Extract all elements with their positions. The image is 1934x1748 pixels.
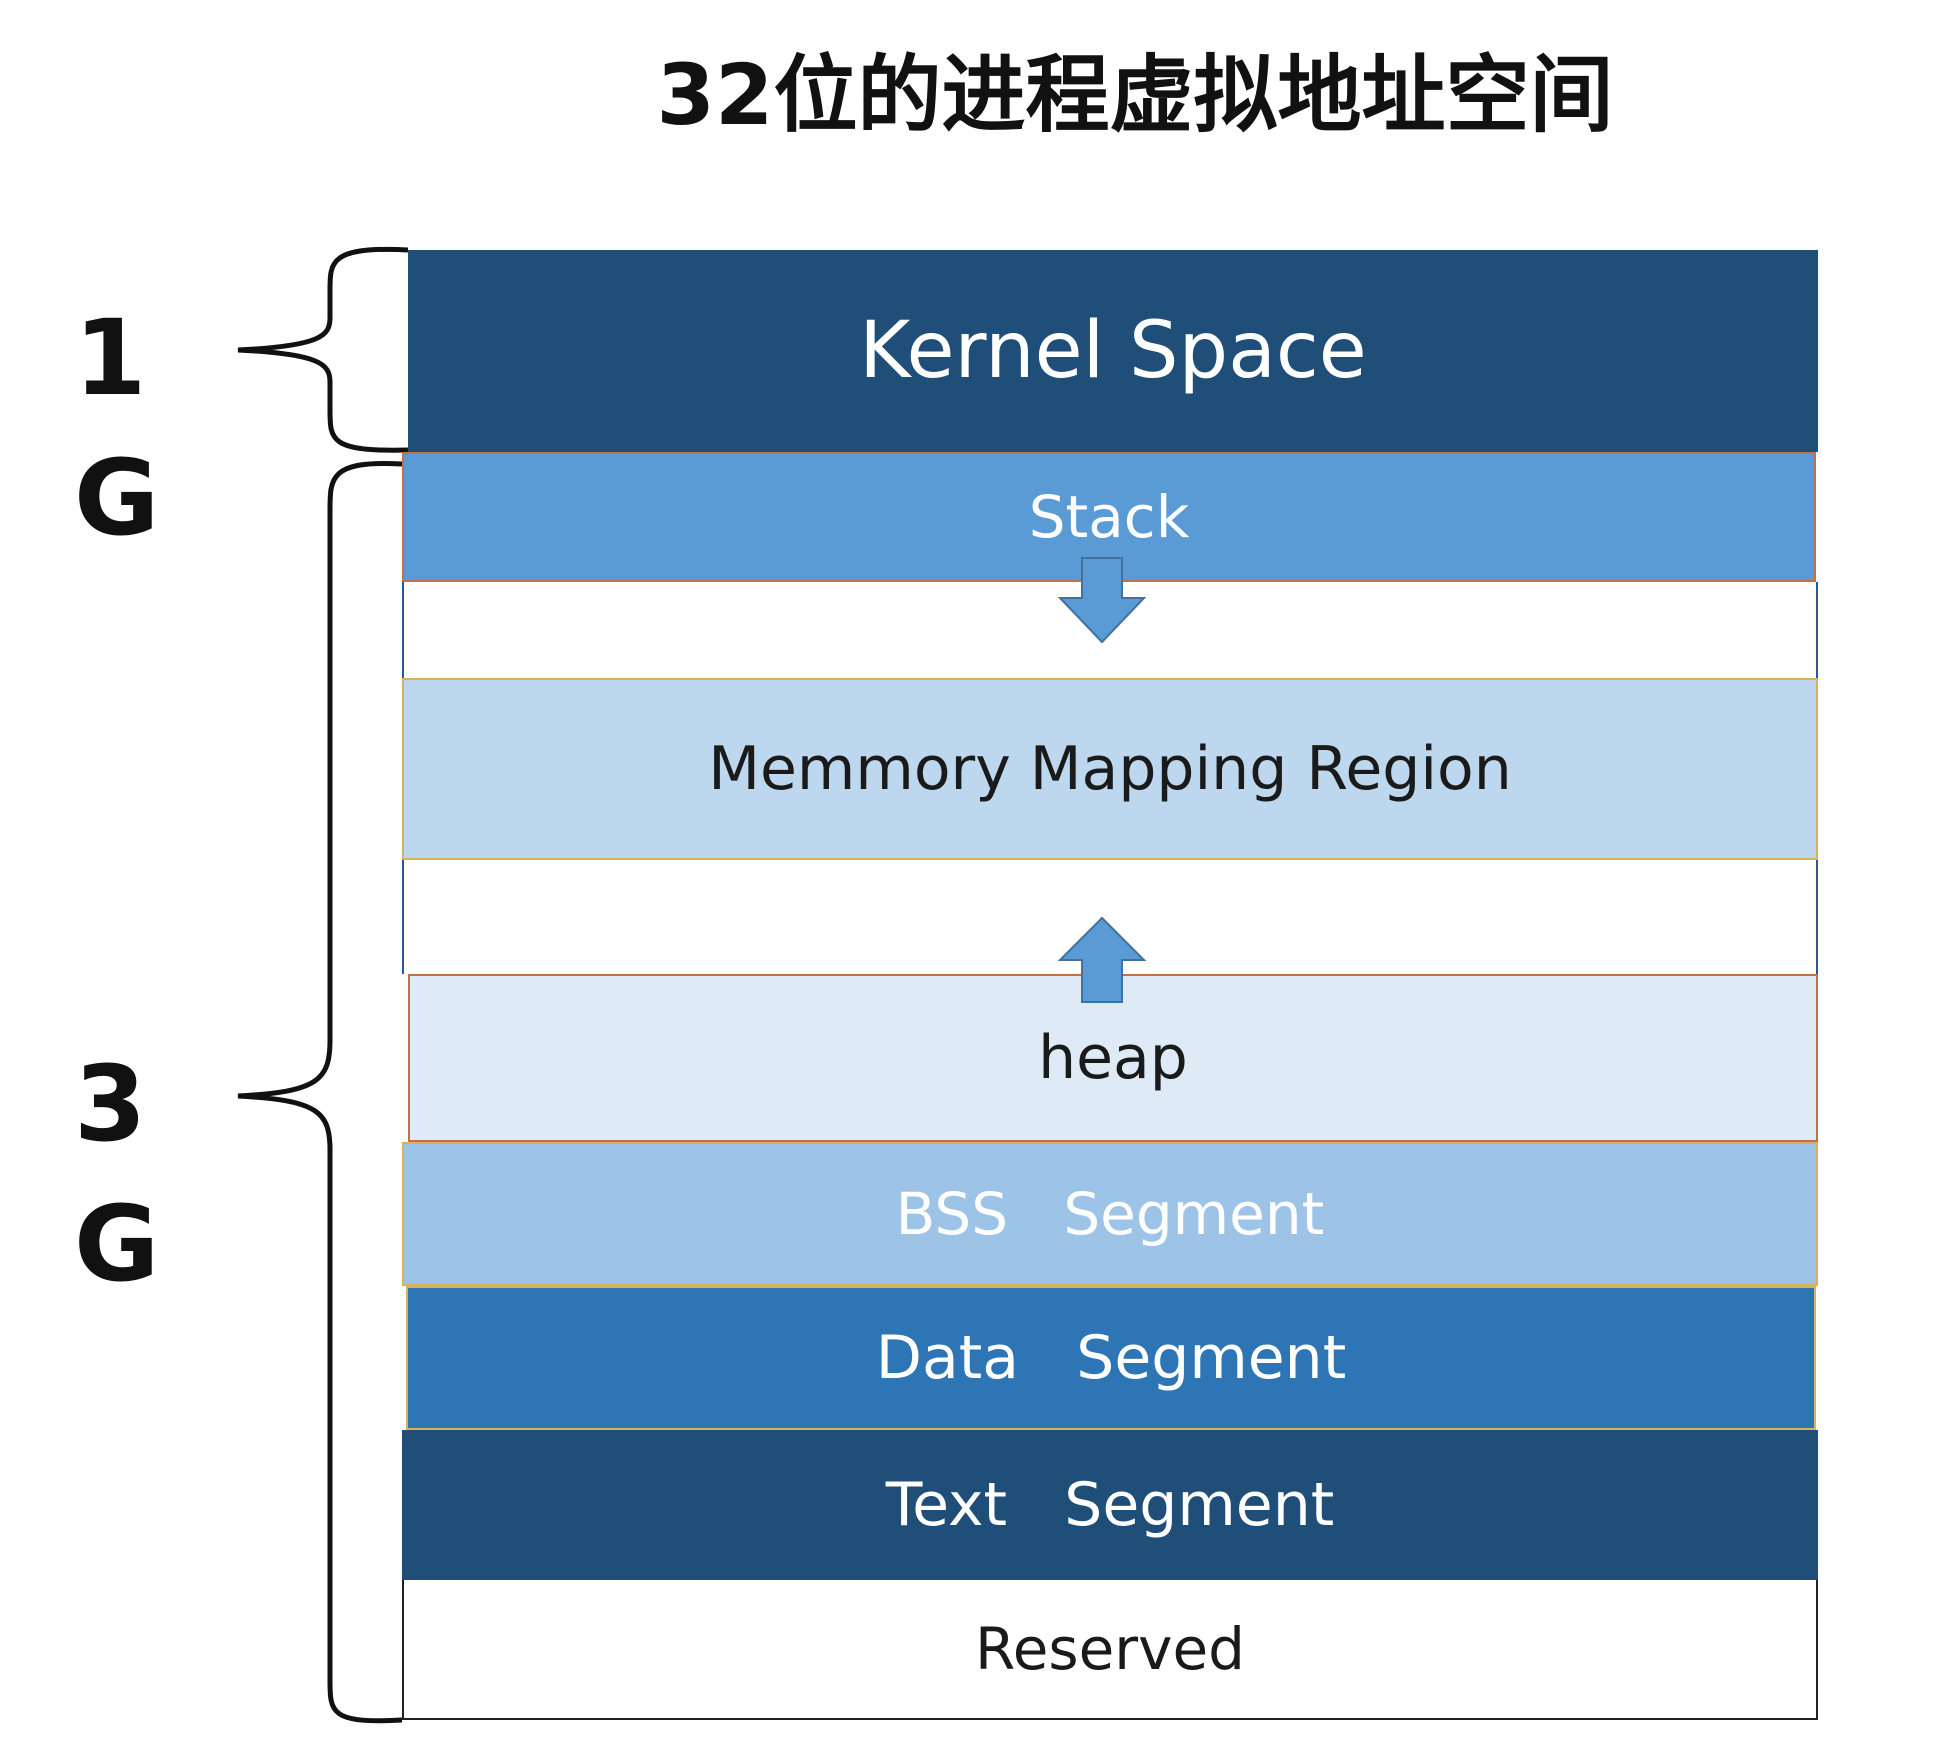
user-size-label: 3 G [74, 1034, 159, 1314]
kernel-space-region: Kernel Space [408, 250, 1818, 452]
bss-segment-region: BSS Segment [402, 1142, 1818, 1286]
memory-mapping-region: Memmory Mapping Region [402, 678, 1818, 860]
text-segment-region: Text Segment [402, 1430, 1818, 1580]
user-size-number: 3 [74, 1043, 147, 1165]
kernel-brace [237, 246, 409, 453]
user-brace [237, 460, 403, 1724]
heap-up-arrow-icon [1057, 916, 1147, 1003]
reserved-region: Reserved [402, 1580, 1818, 1720]
data-segment-region: Data Segment [406, 1286, 1816, 1430]
diagram-title: 32位的进程虚拟地址空间 [656, 46, 1614, 144]
user-size-unit: G [74, 1183, 160, 1305]
kernel-size-unit: G [74, 437, 160, 559]
kernel-size-number: 1 [74, 297, 147, 419]
stack-down-arrow-icon [1057, 557, 1147, 644]
kernel-size-label: 1 G [74, 288, 159, 568]
heap-region: heap [408, 974, 1818, 1142]
